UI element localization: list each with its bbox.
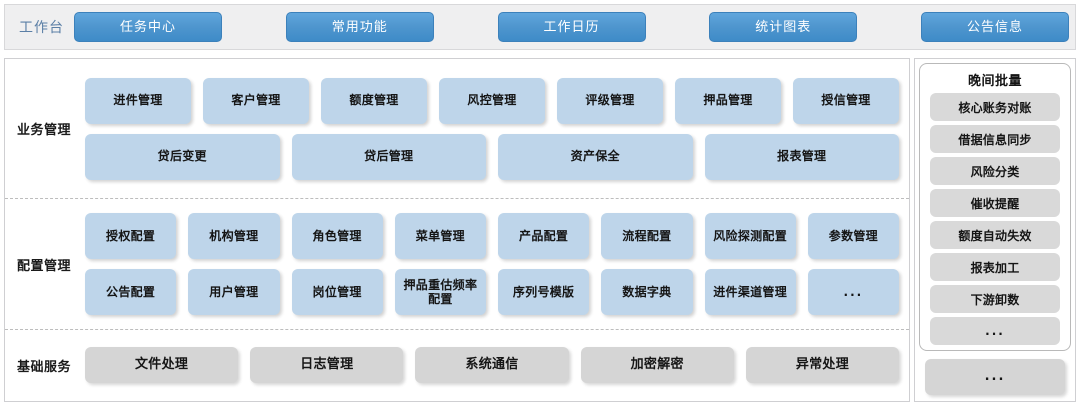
section-body-business-management: 进件管理 客户管理 额度管理 风控管理 评级管理 押品管理 授信管理 贷后变更 … [83,77,909,180]
module-card-asset-preservation[interactable]: 资产保全 [498,133,693,180]
module-card-limit-management[interactable]: 额度管理 [321,77,427,124]
side-panel-footer: ... [919,351,1071,397]
module-stage: 业务管理 进件管理 客户管理 额度管理 风控管理 评级管理 押品管理 授信管理 … [4,58,910,402]
module-card-post-loan-management[interactable]: 贷后管理 [291,133,486,180]
module-card-log-management[interactable]: 日志管理 [250,347,404,383]
module-card-system-communication[interactable]: 系统通信 [415,347,569,383]
configuration-row-1: 授权配置 机构管理 角色管理 菜单管理 产品配置 流程配置 风险探测配置 参数管… [85,213,899,259]
configuration-row-2: 公告配置 用户管理 岗位管理 押品重估频率配置 序列号模版 数据字典 进件渠道管… [85,269,899,315]
module-card-collateral-management[interactable]: 押品管理 [675,77,781,124]
module-card-data-dictionary[interactable]: 数据字典 [601,269,693,315]
module-card-user-management[interactable]: 用户管理 [188,269,280,315]
tab-statistics-chart[interactable]: 统计图表 [709,12,858,42]
module-card-announcement-config[interactable]: 公告配置 [85,269,177,315]
module-card-role-management[interactable]: 角色管理 [291,213,383,259]
tab-announcements[interactable]: 公告信息 [921,12,1069,42]
batch-item-downstream-data-unload[interactable]: 下游卸数 [930,285,1060,313]
module-card-configuration-more[interactable]: ... [807,269,899,315]
module-card-serial-number-template[interactable]: 序列号模版 [498,269,590,315]
batch-item-more[interactable]: ... [930,317,1060,345]
nightly-batch-title: 晚间批量 [967,74,1022,89]
side-panel-container: 晚间批量 核心账务对账 借据信息同步 风险分类 催收提醒 额度自动失效 报表加工… [914,58,1076,402]
toolbar-tabs: 任务中心 常用功能 工作日历 统计图表 公告信息 [74,5,1069,49]
module-card-product-config[interactable]: 产品配置 [498,213,590,259]
workbench-title: 工作台 [19,20,64,36]
module-card-risk-control[interactable]: 风控管理 [439,77,545,124]
tab-task-center[interactable]: 任务中心 [74,12,222,42]
section-business-management: 业务管理 进件管理 客户管理 额度管理 风控管理 评级管理 押品管理 授信管理 … [5,59,909,199]
batch-item-collection-reminder[interactable]: 催收提醒 [930,189,1060,217]
tab-work-calendar[interactable]: 工作日历 [497,12,646,42]
section-body-basic-services: 文件处理 日志管理 系统通信 加密解密 异常处理 [83,347,909,383]
module-card-encryption-decryption[interactable]: 加密解密 [580,347,734,383]
module-card-collateral-revaluation-frequency-config[interactable]: 押品重估频率配置 [394,269,486,315]
business-row-1: 进件管理 客户管理 额度管理 风控管理 评级管理 押品管理 授信管理 [85,77,899,124]
business-row-2: 贷后变更 贷后管理 资产保全 报表管理 [85,133,899,180]
top-toolbar: 工作台 任务中心 常用功能 工作日历 统计图表 公告信息 [4,4,1076,50]
batch-item-risk-classification[interactable]: 风险分类 [930,157,1060,185]
module-card-rating-management[interactable]: 评级管理 [557,77,663,124]
module-card-position-management[interactable]: 岗位管理 [291,269,383,315]
section-body-configuration-management: 授权配置 机构管理 角色管理 菜单管理 产品配置 流程配置 风险探测配置 参数管… [83,213,909,315]
module-card-credit-management[interactable]: 授信管理 [793,77,899,124]
section-label-business-management: 业务管理 [16,123,71,138]
module-card-parameter-management[interactable]: 参数管理 [807,213,899,259]
batch-item-limit-auto-expiry[interactable]: 额度自动失效 [930,221,1060,249]
module-card-basic-services-more[interactable]: ... [925,359,1065,395]
module-card-intake-management[interactable]: 进件管理 [85,77,191,124]
section-basic-services: 基础服务 文件处理 日志管理 系统通信 加密解密 异常处理 [5,330,909,400]
module-card-organization-management[interactable]: 机构管理 [188,213,280,259]
module-card-menu-management[interactable]: 菜单管理 [394,213,486,259]
tab-common-functions[interactable]: 常用功能 [285,12,434,42]
module-card-report-management[interactable]: 报表管理 [704,133,899,180]
section-label-configuration-management: 配置管理 [16,258,71,274]
nightly-batch-list: 核心账务对账 借据信息同步 风险分类 催收提醒 额度自动失效 报表加工 下游卸数… [930,93,1060,345]
module-card-process-config[interactable]: 流程配置 [601,213,693,259]
module-card-post-loan-change[interactable]: 贷后变更 [85,133,280,180]
section-configuration-management: 配置管理 授权配置 机构管理 角色管理 菜单管理 产品配置 流程配置 风险探测配… [5,199,909,330]
basic-services-row-1: 文件处理 日志管理 系统通信 加密解密 异常处理 [85,347,900,383]
batch-item-iou-information-sync[interactable]: 借据信息同步 [930,125,1060,153]
module-card-authorization-config[interactable]: 授权配置 [85,213,177,259]
module-card-file-processing[interactable]: 文件处理 [85,347,239,383]
section-label-basic-services: 基础服务 [16,359,71,375]
module-card-exception-handling[interactable]: 异常处理 [745,347,900,383]
module-card-intake-channel-management[interactable]: 进件渠道管理 [704,269,796,315]
module-card-risk-detection-config[interactable]: 风险探测配置 [704,213,796,259]
module-card-customer-management[interactable]: 客户管理 [203,77,309,124]
batch-item-core-account-reconciliation[interactable]: 核心账务对账 [930,93,1060,121]
batch-item-report-processing[interactable]: 报表加工 [930,253,1060,281]
nightly-batch-panel: 晚间批量 核心账务对账 借据信息同步 风险分类 催收提醒 额度自动失效 报表加工… [919,63,1071,351]
